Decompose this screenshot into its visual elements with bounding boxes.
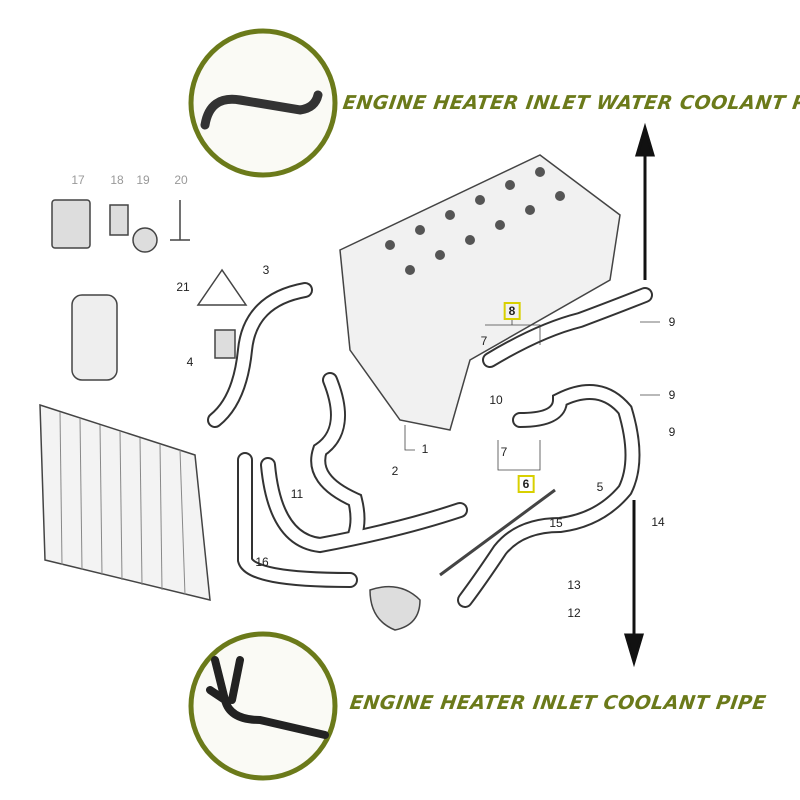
part-number: 2	[391, 464, 399, 478]
arrows	[623, 122, 656, 668]
part-number: 15	[549, 516, 563, 530]
engine-cylinder-head	[339, 154, 621, 431]
part-number: 14	[651, 515, 665, 529]
part-number: 18	[110, 173, 124, 187]
part-number: 9	[668, 315, 676, 329]
small-parts	[51, 199, 248, 359]
part-number: 16	[255, 555, 269, 569]
part-number: 11	[290, 487, 304, 501]
part-number: 21	[176, 280, 190, 294]
part-number: 3	[262, 263, 270, 277]
expansion-tank	[71, 294, 118, 381]
part-number: 9	[668, 388, 676, 402]
part-number: 7	[480, 334, 488, 348]
part-number: 9	[668, 425, 676, 439]
part-number-highlighted: 8	[503, 302, 521, 320]
top-callout-label: ENGINE HEATER INLET WATER COOLANT PIPE	[341, 92, 800, 114]
part-number: 13	[567, 578, 581, 592]
part-number: 10	[489, 393, 503, 407]
part-number: 17	[71, 173, 85, 187]
top-pipe-photo	[200, 90, 323, 130]
bottom-pipe-photo	[206, 656, 329, 739]
dipstick-tube	[439, 488, 556, 577]
part-number: 5	[596, 480, 604, 494]
part-number: 4	[186, 355, 194, 369]
part-number: 19	[136, 173, 150, 187]
part-number: 20	[174, 173, 188, 187]
part-number-highlighted: 6	[517, 475, 535, 493]
thermostat-housing	[369, 585, 421, 631]
radiator	[39, 403, 211, 601]
part-number: 12	[567, 606, 581, 620]
bottom-callout-label: ENGINE HEATER INLET COOLANT PIPE	[348, 692, 768, 714]
part-number: 1	[421, 442, 429, 456]
bottom-detail-circle	[188, 631, 338, 781]
part-number: 7	[500, 445, 508, 459]
